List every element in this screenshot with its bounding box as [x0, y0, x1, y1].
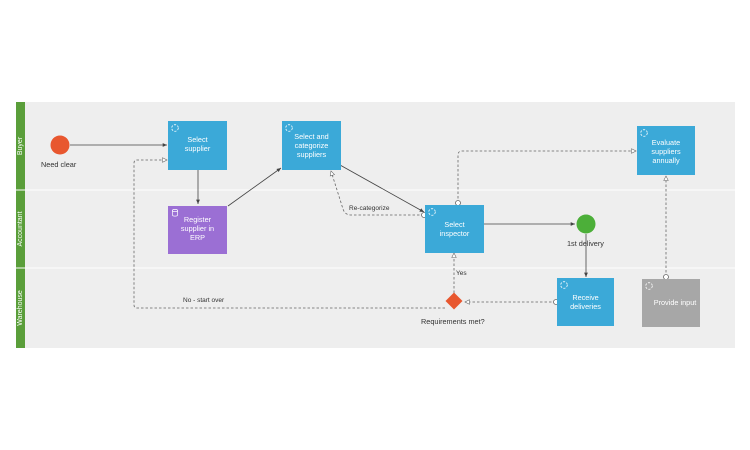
start-event-label: Need clear	[41, 160, 77, 169]
flow-register-to-categorize[interactable]	[227, 167, 282, 207]
loop-icon	[428, 208, 436, 216]
task-label: supplier in	[181, 224, 214, 233]
lane-label-buyer: Buyer	[17, 136, 24, 155]
delivery-event-label: 1st delivery	[567, 239, 604, 248]
task-label: ERP	[190, 233, 205, 242]
flow-inspector-to-evaluate[interactable]	[457, 151, 636, 203]
flow-recategorize[interactable]	[331, 171, 424, 216]
edge-label-yes: Yes	[456, 270, 467, 277]
task-label: Provide input	[654, 298, 697, 307]
connector-dot	[455, 200, 461, 206]
task-label: Select	[444, 220, 464, 229]
edges	[70, 143, 669, 309]
task-label: suppliers	[297, 150, 327, 159]
task-receive-deliveries[interactable]: Receive deliveries	[557, 278, 614, 326]
lane-header-bar	[16, 102, 25, 348]
intermediate-event-delivery[interactable]	[576, 214, 596, 234]
task-label: Select	[187, 135, 207, 144]
task-label: supplier	[185, 144, 211, 153]
database-icon	[172, 209, 178, 217]
task-label: Register	[184, 215, 212, 224]
loop-icon	[171, 124, 179, 132]
task-select-categorize-suppliers[interactable]: Select and categorize suppliers	[282, 121, 341, 170]
loop-icon	[560, 281, 568, 289]
task-provide-input[interactable]: Provide input	[642, 279, 700, 327]
flow-gateway-no[interactable]	[133, 160, 445, 309]
pool: Buyer Accountant Warehouse	[16, 102, 735, 348]
edge-label-recategorize: Re-categorize	[349, 205, 390, 212]
task-select-inspector[interactable]: Select inspector	[425, 205, 484, 253]
task-label: categorize	[295, 141, 329, 150]
task-label: Evaluate	[652, 138, 680, 147]
lane-label-accountant: Accountant	[17, 211, 24, 246]
task-register-supplier[interactable]: Register supplier in ERP	[168, 206, 227, 254]
task-select-supplier[interactable]: Select supplier	[168, 121, 227, 170]
loop-icon	[645, 282, 653, 290]
task-label: inspector	[440, 229, 470, 238]
flow-categorize-to-inspector[interactable]	[339, 164, 425, 213]
task-label: suppliers	[651, 147, 681, 156]
loop-icon	[285, 124, 293, 132]
task-evaluate-suppliers[interactable]: Evaluate suppliers annually	[637, 126, 695, 175]
task-label: annually	[652, 156, 680, 165]
task-label: Receive	[572, 293, 598, 302]
loop-icon	[640, 129, 648, 137]
gateway-requirements[interactable]	[445, 292, 463, 310]
edge-label-no-start-over: No - start over	[183, 297, 225, 304]
lane-label-warehouse: Warehouse	[17, 290, 24, 326]
task-label: deliveries	[570, 302, 601, 311]
task-label: Select and	[294, 132, 328, 141]
gateway-label: Requirements met?	[421, 317, 485, 326]
connector-dot	[663, 274, 669, 280]
pool-background	[24, 102, 735, 348]
start-event[interactable]	[50, 135, 70, 155]
